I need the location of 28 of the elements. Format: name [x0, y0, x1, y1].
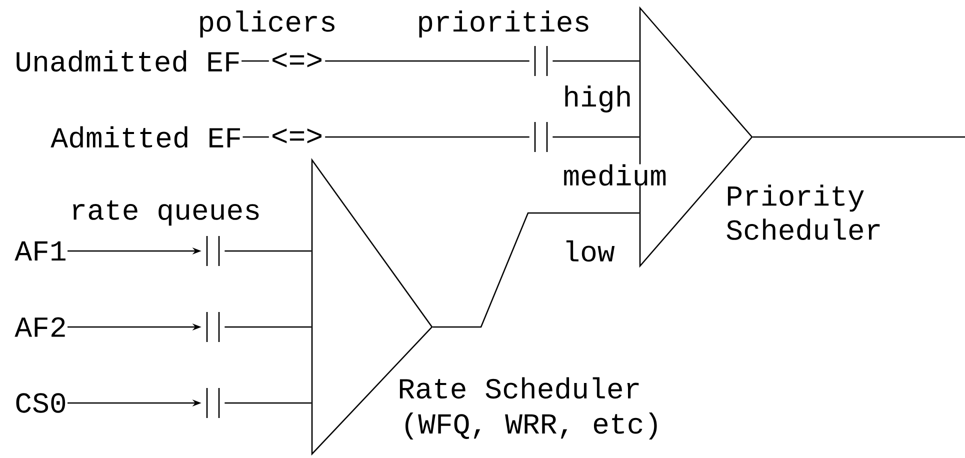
connector — [224, 326, 312, 328]
connector — [552, 60, 640, 62]
traffic-class-label: AF1 — [14, 241, 66, 261]
traffic-class-label: Admitted EF — [50, 126, 240, 148]
queue-bars — [206, 311, 220, 343]
connector — [224, 402, 312, 404]
connector — [224, 250, 312, 252]
traffic-class-label: CS0 — [16, 393, 66, 413]
traffic-class-label: AF2 — [14, 317, 65, 337]
text-label: policers — [198, 10, 337, 38]
connector — [432, 212, 640, 328]
text-label: priorities — [416, 10, 591, 38]
output-line — [752, 136, 965, 138]
text-label: medium — [562, 164, 668, 186]
scheduler-label: Priority Scheduler — [726, 184, 880, 240]
connector — [552, 136, 640, 138]
queue-bars — [206, 235, 220, 267]
edge-label: <=> — [268, 126, 326, 148]
queue-bars — [534, 45, 548, 77]
queue-bars — [206, 387, 220, 419]
text-label: rate queues — [70, 200, 262, 226]
traffic-class-label: Unadmitted EF — [16, 50, 239, 72]
text-label: low — [562, 240, 615, 262]
scheduler-label: Rate Scheduler — [400, 377, 639, 399]
queue-bars — [534, 121, 548, 153]
text-label: high — [562, 85, 632, 112]
edge-label: <=> — [268, 50, 326, 72]
scheduler-label: (WFQ, WRR, etc) — [406, 412, 657, 440]
